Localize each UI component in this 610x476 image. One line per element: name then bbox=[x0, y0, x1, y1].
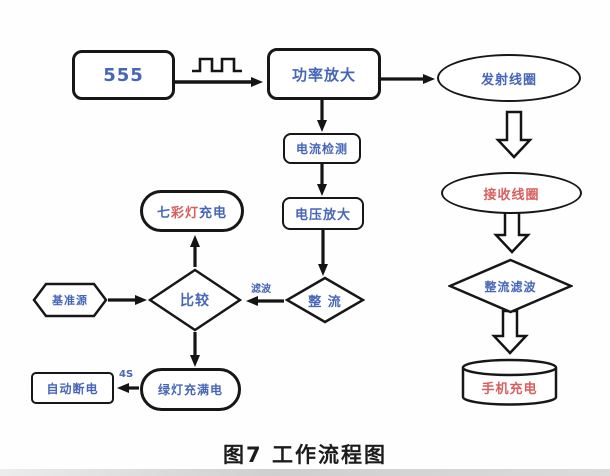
node-receive-coil-label: 接收线圈 bbox=[483, 187, 540, 203]
figure-caption: 图7 工作流程图 bbox=[223, 443, 387, 467]
cylinder-shape bbox=[461, 358, 558, 406]
block-arrow-rectifyfilter-to-phonecharge bbox=[491, 309, 529, 355]
node-power-amplifier: 功率放大 bbox=[267, 48, 381, 100]
node-compare: 比较 bbox=[148, 268, 242, 332]
node-transmit-coil: 发射线圈 bbox=[437, 54, 581, 102]
node-rectify-filter-label: 整流滤波 bbox=[484, 279, 537, 294]
node-voltage-amplifier: 电压放大 bbox=[282, 197, 364, 230]
node-transmit-coil-label: 发射线圈 bbox=[480, 72, 537, 88]
diamond-shape bbox=[285, 276, 365, 324]
block-arrow-rxcoil-to-rectifyfilter bbox=[493, 208, 531, 254]
node-555-label: 555 bbox=[103, 64, 144, 86]
node-power-amplifier-label: 功率放大 bbox=[291, 65, 356, 84]
node-current-detect-label: 电流检测 bbox=[295, 142, 348, 156]
node-phone-charge-label: 手机充电 bbox=[481, 382, 538, 397]
node-current-detect: 电流检测 bbox=[283, 133, 361, 164]
diamond-shape bbox=[148, 268, 242, 332]
node-rainbow-led-charging: 七彩灯充电 bbox=[140, 190, 244, 232]
node-auto-power-off-label: 自动断电 bbox=[46, 381, 99, 396]
node-compare-label: 比较 bbox=[180, 293, 210, 309]
node-phone-charge: 手机充电 bbox=[461, 358, 558, 406]
node-auto-power-off: 自动断电 bbox=[31, 372, 114, 404]
node-green-led-full: 绿灯充满电 bbox=[140, 368, 241, 411]
square-wave-icon bbox=[192, 57, 242, 73]
node-555-timer: 555 bbox=[72, 50, 175, 100]
node-reference-source-label: 基准源 bbox=[52, 294, 88, 307]
node-reference-source: 基准源 bbox=[32, 282, 108, 318]
node-voltage-amplifier-label: 电压放大 bbox=[294, 208, 351, 223]
diamond-shape bbox=[448, 258, 573, 314]
bottom-edge-strip bbox=[0, 469, 610, 476]
hexagon-shape bbox=[32, 282, 108, 318]
node-receive-coil: 接收线圈 bbox=[441, 172, 582, 214]
node-rainbow-led-charging-label: 七彩灯充电 bbox=[156, 205, 228, 221]
node-green-led-full-label: 绿灯充满电 bbox=[157, 383, 223, 397]
node-rectify-filter: 整流滤波 bbox=[448, 258, 573, 314]
edge-label-delay: 4S bbox=[119, 369, 134, 380]
block-arrow-txcoil-to-rxcoil bbox=[495, 110, 533, 159]
node-rectifier: 整 流 bbox=[285, 276, 365, 324]
edge-label-filter: 滤波 bbox=[251, 284, 271, 295]
node-rectifier-label: 整 流 bbox=[308, 294, 342, 310]
